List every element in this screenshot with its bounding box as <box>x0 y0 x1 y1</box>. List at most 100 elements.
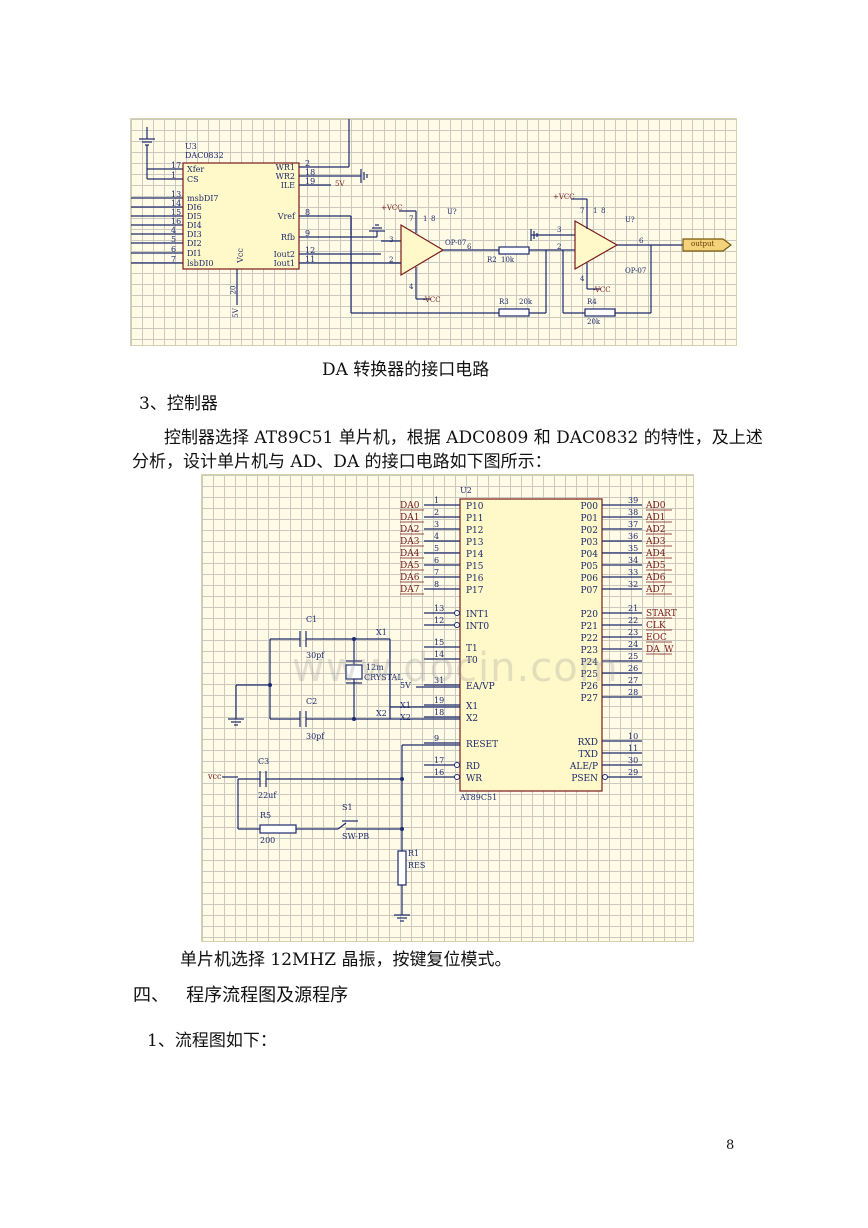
mcu-pin-name: RESET <box>466 740 498 750</box>
op1-pin-out: 6 <box>467 243 472 251</box>
dac-pin-number: 18 <box>305 168 315 177</box>
dac-pin-number: 2 <box>305 159 310 168</box>
dac-pin-number: 15 <box>171 208 181 217</box>
dac-pin-name: CS <box>187 175 199 184</box>
mcu-net-label: AD0 <box>645 501 666 511</box>
mcu-pin-name: P07 <box>580 586 598 596</box>
mcu-pin-number: 1 <box>434 496 439 505</box>
mcu-pin-name: RD <box>466 762 480 772</box>
c1-ref: C1 <box>306 615 318 624</box>
mcu-pin-number: 8 <box>434 580 439 589</box>
mcu-pin-name: X2 <box>466 714 478 724</box>
mcu-net-label: AD6 <box>645 573 666 583</box>
mcu-net-label: AD7 <box>645 585 666 595</box>
mcu-pin-number: 12 <box>434 616 444 625</box>
mcu-pin-number: 6 <box>434 556 439 565</box>
op2-model: OP-07 <box>625 267 647 275</box>
mcu-pin-name: T0 <box>466 656 478 666</box>
r4-value: 20k <box>587 318 601 326</box>
dac-pin-name: WR1 <box>276 163 295 172</box>
dac-ref: U3 <box>185 142 197 151</box>
x1-net-crystal: X1 <box>376 628 387 637</box>
r2-value: 10k <box>501 256 515 264</box>
dac-part: DAC0832 <box>185 151 224 160</box>
dac-pin-name: DI3 <box>187 230 202 239</box>
mcu-pin-name: X1 <box>466 702 478 712</box>
mcu-pin-name: P15 <box>466 562 484 572</box>
dac-pin-number: 4 <box>171 226 176 235</box>
mcu-pin-number: 23 <box>628 628 638 637</box>
mcu-pin-name: P10 <box>466 502 484 512</box>
dac-vcc-pin: 20 <box>229 285 238 295</box>
mcu-pin-name: P26 <box>580 682 598 692</box>
mcu-net-label: DA0 <box>400 501 420 511</box>
mcu-pin-number: 7 <box>434 568 439 577</box>
mcu-pin-name: P04 <box>580 550 598 560</box>
mcu-pin-number: 32 <box>628 580 638 589</box>
mcu-pin-name: P16 <box>466 574 484 584</box>
mcu-pin-number: 30 <box>628 756 638 765</box>
section-heading-controller: 3、控制器 <box>139 394 218 414</box>
mcu-net-label: START <box>646 609 677 619</box>
active-low-bubble <box>454 762 460 768</box>
mcu-pin-number: 25 <box>628 652 638 661</box>
dac-pin-name: DI4 <box>187 221 202 230</box>
dac-pin-number: 13 <box>171 190 181 199</box>
mcu-pin-name: P14 <box>466 550 484 560</box>
paragraph-line-1: 控制器选择 AT89C51 单片机，根据 ADC0809 和 DAC0832 的… <box>164 428 763 448</box>
mcu-pin-number: 38 <box>628 508 638 517</box>
dac-pin-number: 7 <box>171 255 176 264</box>
op2-ref: U? <box>625 216 635 224</box>
dac-pin-number: 17 <box>171 161 181 170</box>
mcu-net-label: DA3 <box>400 537 420 547</box>
mcu-part: AT89C51 <box>460 793 498 802</box>
op1-minus-vcc: -VCC <box>423 296 441 304</box>
op1-pin-in1: 3 <box>389 236 394 244</box>
mcu-pin-number: 5 <box>434 544 439 553</box>
mcu-pin-name: P22 <box>580 634 598 644</box>
dac-pin-name: Xfer <box>187 165 204 174</box>
c2-value: 30pf <box>306 732 325 741</box>
mcu-net-label: DA6 <box>400 573 420 583</box>
r3-ref: R3 <box>499 298 509 306</box>
active-low-bubble <box>454 610 460 616</box>
mcu-net-label: 5V <box>400 681 411 690</box>
mcu-net-label: X2 <box>400 713 411 722</box>
output-port-label: output <box>691 240 715 248</box>
dac-pin-number: 6 <box>171 245 176 254</box>
mcu-net-label: EOC <box>646 633 667 643</box>
mcu-pin-name: WR <box>466 774 482 784</box>
mcu-net-label: AD5 <box>645 561 666 571</box>
mcu-net-label: AD1 <box>645 513 665 523</box>
c2-ref: C2 <box>306 697 318 706</box>
r5-ref: R5 <box>260 811 272 820</box>
subheading-flowchart: 1、流程图如下： <box>147 1031 277 1051</box>
mcu-net-label: DA2 <box>400 525 419 535</box>
figure1-caption: DA 转换器的接口电路 <box>322 360 490 380</box>
mcu-pin-name: P27 <box>580 694 598 704</box>
s1-name: SW-PB <box>342 832 370 841</box>
crystal-name: CRYSTAL <box>364 673 403 682</box>
mcu-pin-number: 29 <box>628 768 638 777</box>
op1-pin-b: 8 <box>431 215 436 223</box>
dac-pin-name: lsbDI0 <box>187 259 213 268</box>
op2-pin-v2: 4 <box>580 275 585 283</box>
r4-ref: R4 <box>587 298 597 306</box>
op2-minus-vcc: -VCC <box>593 286 611 294</box>
dac-pin-number: 12 <box>305 246 315 255</box>
dac-pin-number: 14 <box>171 199 181 208</box>
op2-pin-out: 6 <box>639 237 644 245</box>
mcu-pin-number: 2 <box>434 508 439 517</box>
op1-pin-a: 1 <box>423 215 428 223</box>
r1-name: RES <box>408 861 426 870</box>
mcu-pin-name: P21 <box>580 622 598 632</box>
dac-vcc-label: Vcc <box>235 248 245 263</box>
mcu-pin-name: P24 <box>580 658 598 668</box>
mcu-pin-name: INT1 <box>466 610 489 620</box>
mcu-net-label: DA1 <box>400 513 419 523</box>
dac-pin-name: ILE <box>281 181 295 190</box>
op1-plus-vcc: +VCC <box>381 204 403 212</box>
x2-net-crystal: X2 <box>376 709 387 718</box>
paragraph-line-2: 分析，设计单片机与 AD、DA 的接口电路如下图所示： <box>132 452 552 472</box>
